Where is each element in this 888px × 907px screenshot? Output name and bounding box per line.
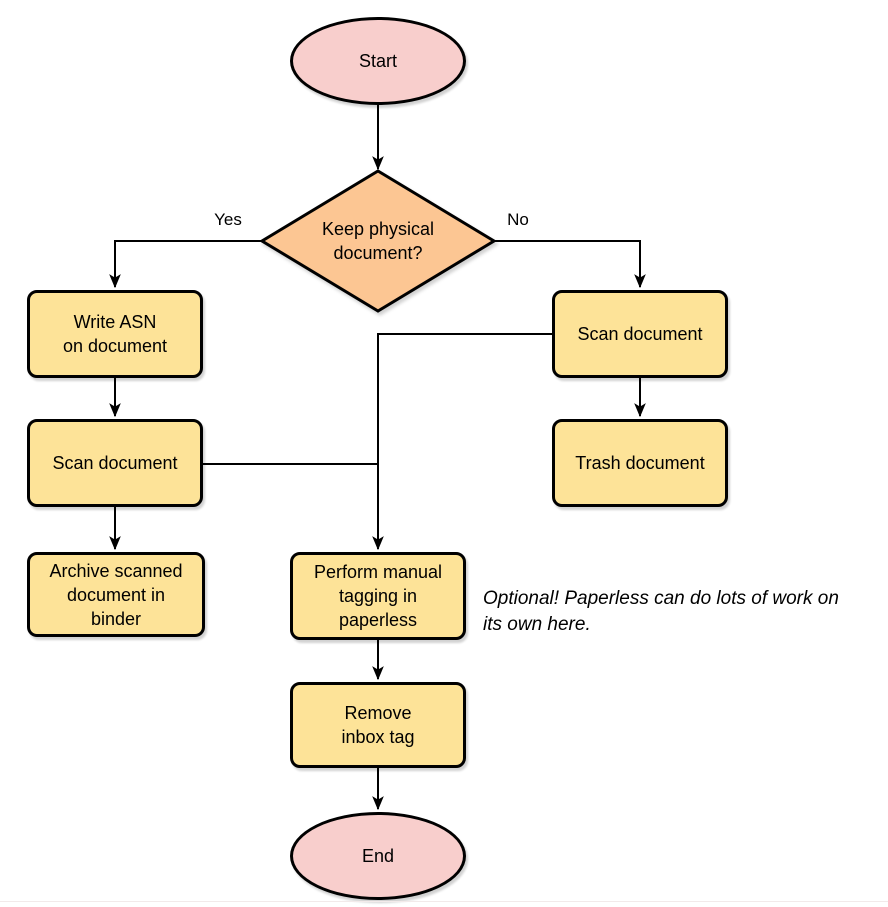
- bottom-separator-line: [0, 901, 888, 902]
- decision-diamond-shape: [259, 169, 497, 313]
- node-scan-document-left: Scan document: [27, 419, 203, 507]
- node-trash-document: Trash document: [552, 419, 728, 507]
- node-start-label: Start: [358, 51, 397, 71]
- edge-decision-yes-to-write-asn: [109, 240, 262, 289]
- edge-label-yes: Yes: [214, 210, 242, 229]
- edge-label-no: No: [507, 210, 529, 229]
- node-end-label: End: [361, 846, 395, 866]
- node-scan-document-left-label: Scan document: [52, 453, 178, 473]
- node-decision-label: Keep physical document?: [321, 219, 435, 263]
- node-scan-document-right: Scan document: [552, 290, 728, 378]
- node-remove-inbox-tag: Remove inbox tag: [290, 682, 466, 768]
- node-trash-document-label: Trash document: [575, 453, 705, 473]
- edge-scan-right-to-tagging: [372, 333, 552, 551]
- optional-note: Optional! Paperless can do lots of work …: [483, 588, 839, 635]
- edge-decision-no-to-scan-right: [494, 240, 646, 289]
- node-remove-inbox-tag-label: Remove inbox tag: [341, 703, 415, 747]
- node-manual-tagging-label: Perform manual tagging in paperless: [313, 562, 443, 630]
- node-scan-document-right-label: Scan document: [577, 324, 703, 344]
- node-start: Start: [290, 17, 466, 105]
- node-write-asn: Write ASN on document: [27, 290, 203, 378]
- node-archive-document-label: Archive scanned document in binder: [49, 560, 183, 629]
- node-manual-tagging: Perform manual tagging in paperless: [290, 552, 466, 640]
- node-write-asn-label: Write ASN on document: [62, 312, 168, 356]
- node-archive-document: Archive scanned document in binder: [27, 552, 205, 637]
- node-end: End: [290, 812, 466, 900]
